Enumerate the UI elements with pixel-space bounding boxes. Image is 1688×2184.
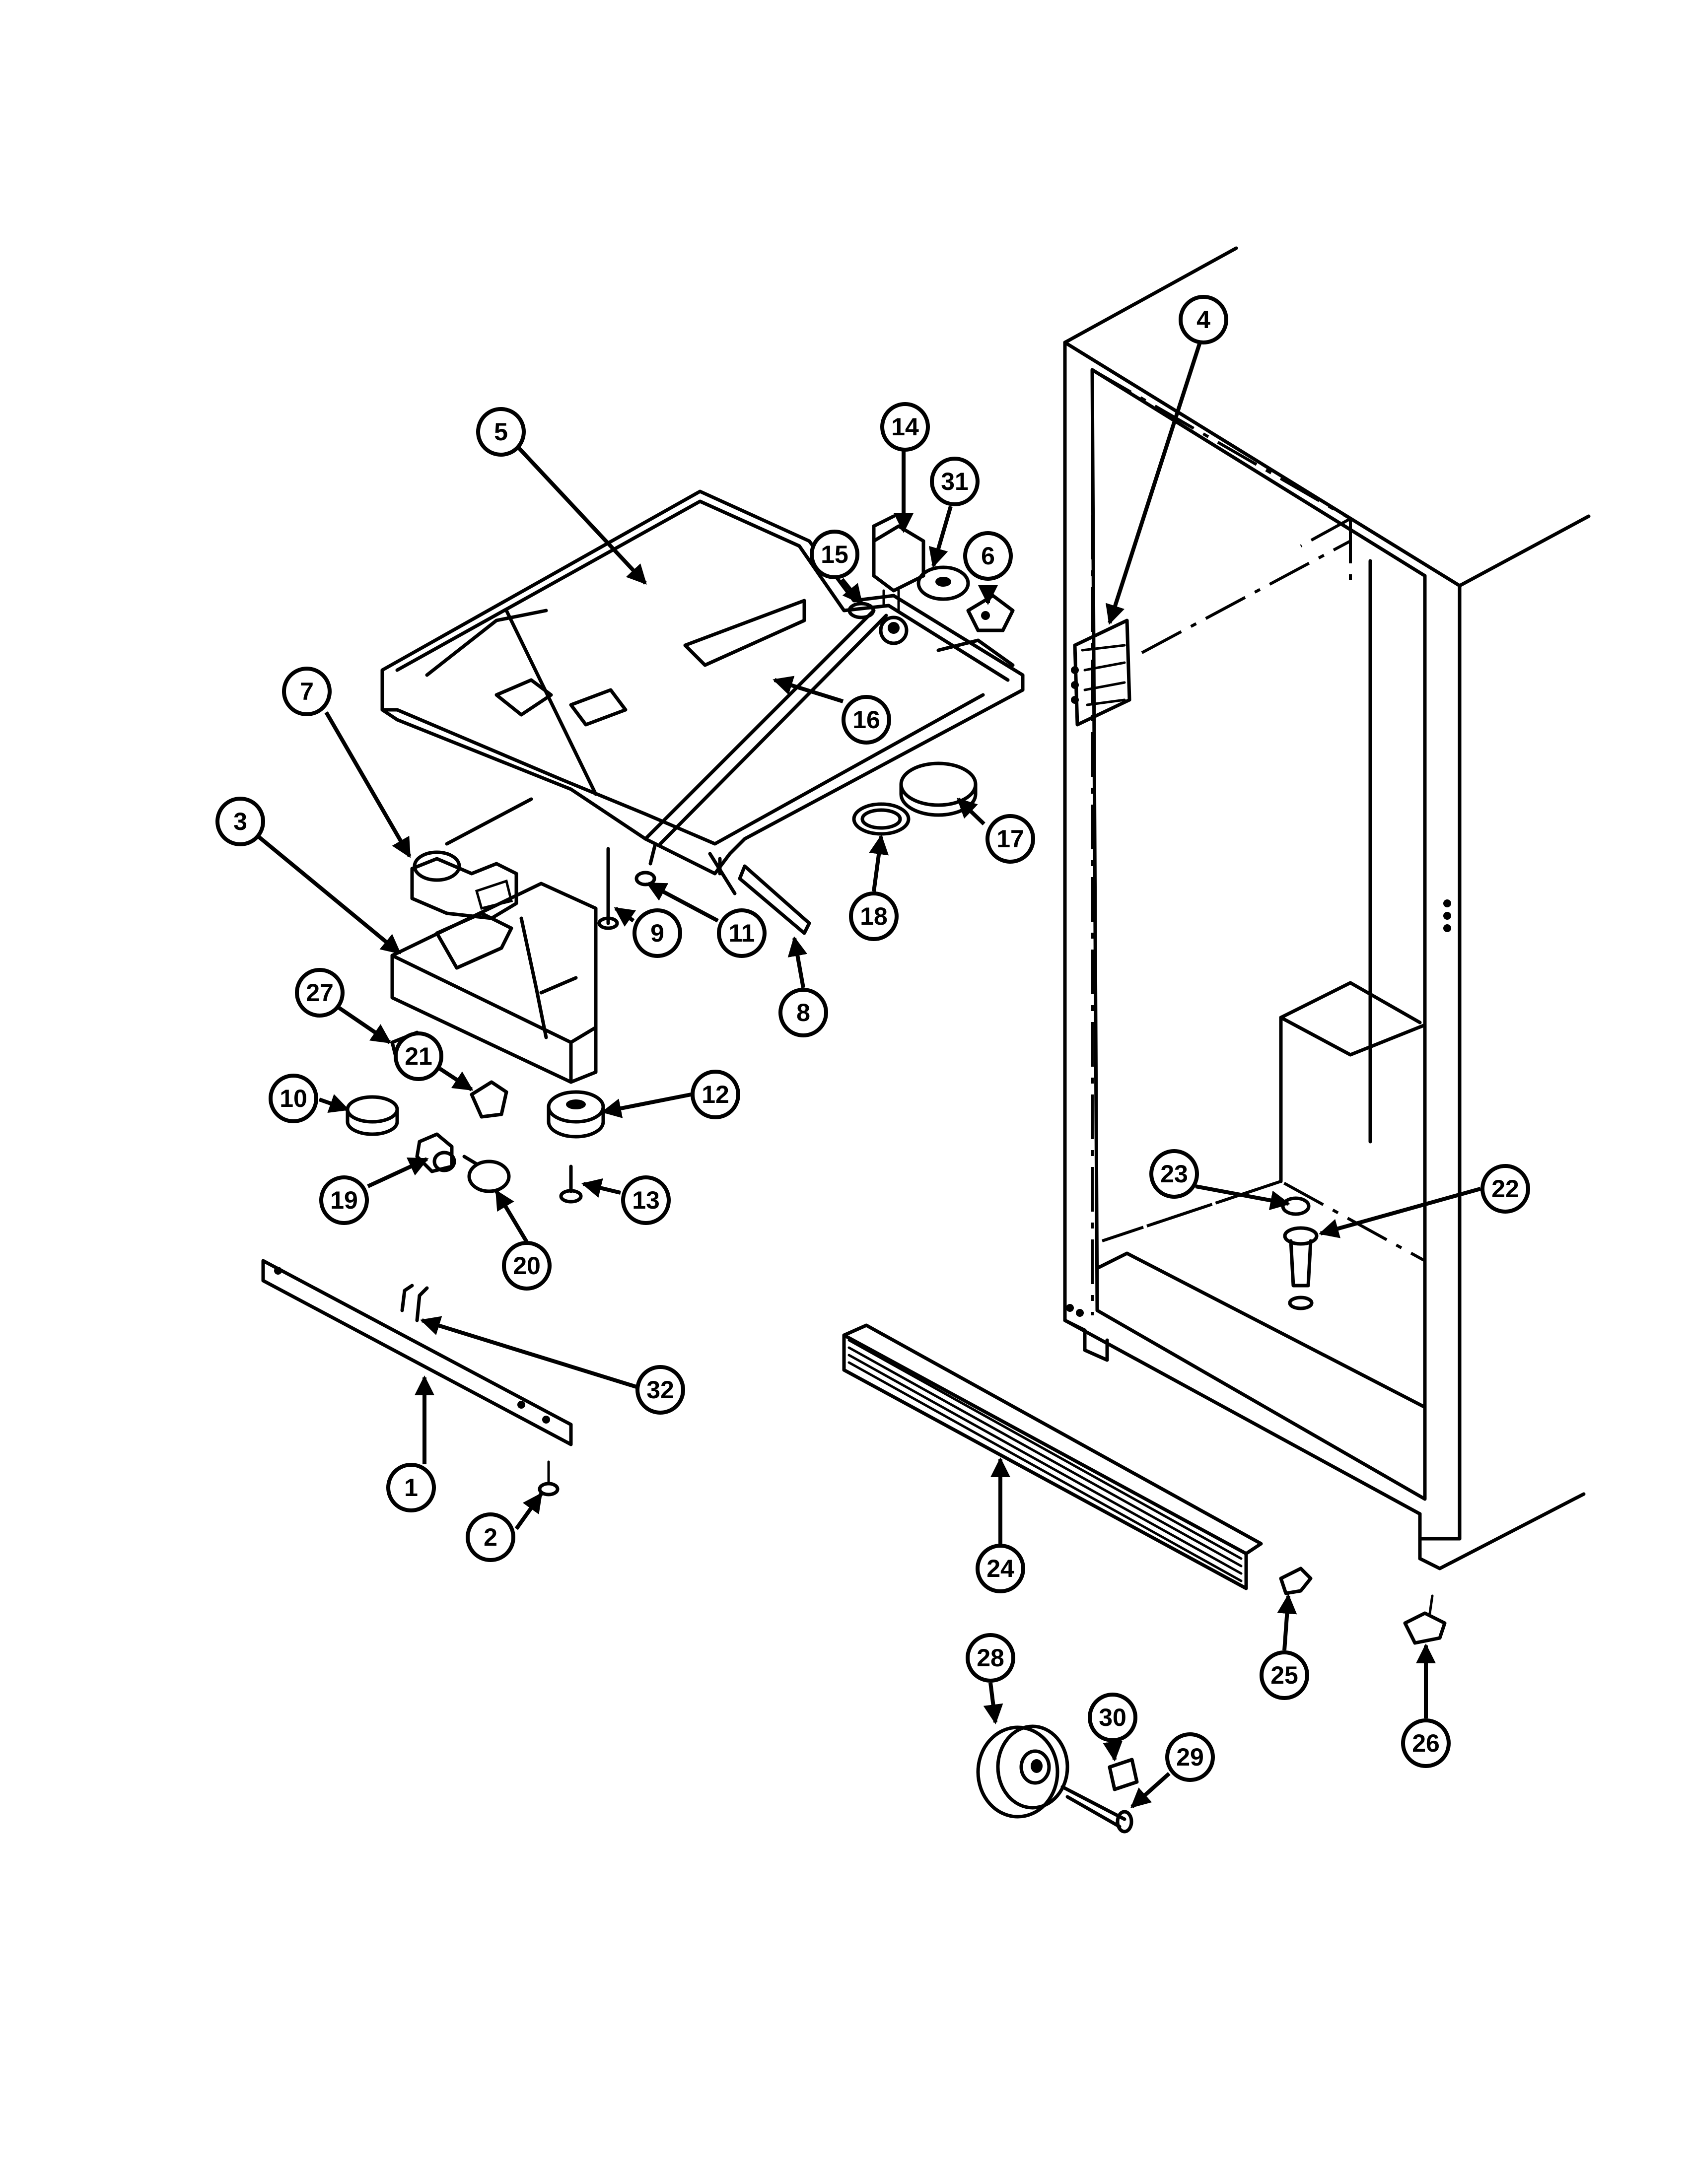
svg-text:5: 5 [494,418,508,446]
callout-2: 2 [466,1512,515,1562]
svg-text:8: 8 [796,999,810,1026]
svg-text:1: 1 [404,1474,418,1502]
callout-23: 23 [1149,1149,1199,1199]
callout-7: 7 [282,667,332,716]
svg-text:32: 32 [646,1376,674,1404]
svg-text:2: 2 [484,1523,497,1551]
svg-text:12: 12 [702,1081,729,1108]
part-29-drawing [1060,1785,1133,1834]
svg-text:22: 22 [1491,1175,1519,1203]
callouts: 1 2 3 4 5 6 7 8 9 10 11 12 13 14 15 16 1… [215,295,1530,1782]
control-cover-drawing [380,489,1025,895]
svg-text:18: 18 [860,902,888,930]
svg-text:20: 20 [513,1252,541,1280]
callout-32: 32 [635,1365,685,1415]
callout-13: 13 [621,1175,671,1225]
svg-text:29: 29 [1176,1743,1204,1771]
svg-text:10: 10 [280,1085,307,1112]
svg-text:4: 4 [1196,306,1210,334]
part-7-drawing [410,797,533,920]
part-23-drawing [1281,1196,1311,1216]
callout-10: 10 [269,1074,318,1123]
callout-11: 11 [717,908,767,958]
callout-31: 31 [930,457,980,506]
part-12-drawing [547,1090,605,1139]
callout-26: 26 [1401,1718,1451,1768]
part-26-drawing [1403,1594,1447,1645]
svg-text:3: 3 [233,808,247,835]
part-13-drawing [559,1164,583,1204]
callout-15: 15 [810,530,859,579]
part-9-drawing [597,847,619,930]
svg-text:27: 27 [306,979,334,1007]
part-25-drawing [1279,1567,1313,1595]
svg-text:17: 17 [996,825,1024,853]
callout-6: 6 [963,531,1013,581]
callout-17: 17 [985,814,1035,864]
part-22-drawing [1283,1226,1319,1310]
callout-19: 19 [319,1175,369,1225]
svg-text:28: 28 [977,1644,1004,1672]
svg-text:7: 7 [300,678,314,705]
svg-text:14: 14 [891,413,919,441]
part-28-drawing [976,1724,1069,1819]
svg-text:15: 15 [821,541,848,568]
svg-text:30: 30 [1099,1704,1126,1731]
svg-text:19: 19 [330,1186,358,1214]
callout-3: 3 [215,797,265,846]
svg-text:24: 24 [986,1555,1014,1582]
part-10-drawing [346,1095,399,1136]
callout-4: 4 [1179,295,1228,344]
svg-text:25: 25 [1270,1661,1298,1689]
part-20-drawing [462,1155,511,1193]
callout-25: 25 [1260,1650,1309,1700]
part-8-drawing [738,864,811,935]
callout-27: 27 [295,968,345,1018]
part-21-drawing [470,1080,508,1119]
callout-14: 14 [880,402,930,452]
part-6-drawing [966,594,1015,632]
part-32-drawing [400,1284,429,1322]
svg-text:16: 16 [852,706,880,734]
part-30-drawing [1108,1758,1139,1791]
svg-text:13: 13 [632,1186,660,1214]
part-3-drawing [390,882,598,1084]
callout-22: 22 [1480,1164,1530,1214]
svg-text:26: 26 [1412,1729,1440,1757]
callout-20: 20 [502,1241,552,1291]
callout-30: 30 [1088,1693,1137,1742]
part-1-drawing [261,1259,573,1446]
callout-16: 16 [842,695,891,745]
part-24-drawing [842,1323,1263,1590]
callout-8: 8 [778,988,828,1037]
callout-1: 1 [386,1463,436,1512]
callout-9: 9 [633,908,682,958]
part-19-drawing [415,1132,456,1173]
callout-24: 24 [976,1544,1025,1593]
callout-28: 28 [966,1633,1015,1683]
svg-text:11: 11 [729,919,755,947]
svg-text:31: 31 [941,468,969,495]
leader-lines [254,331,1481,1808]
cabinet-drawing [1063,246,1591,1570]
callout-21: 21 [394,1031,443,1081]
callout-18: 18 [849,891,899,941]
callout-5: 5 [476,407,526,457]
svg-text:6: 6 [981,542,995,570]
callout-29: 29 [1165,1732,1215,1782]
svg-text:9: 9 [650,919,664,947]
part-2-drawing [538,1460,560,1497]
part-31-drawing [916,565,970,601]
callout-12: 12 [691,1070,740,1119]
part-18-drawing [852,802,911,836]
svg-text:21: 21 [405,1042,432,1070]
svg-text:23: 23 [1160,1160,1188,1188]
part-11-drawing [634,871,656,887]
